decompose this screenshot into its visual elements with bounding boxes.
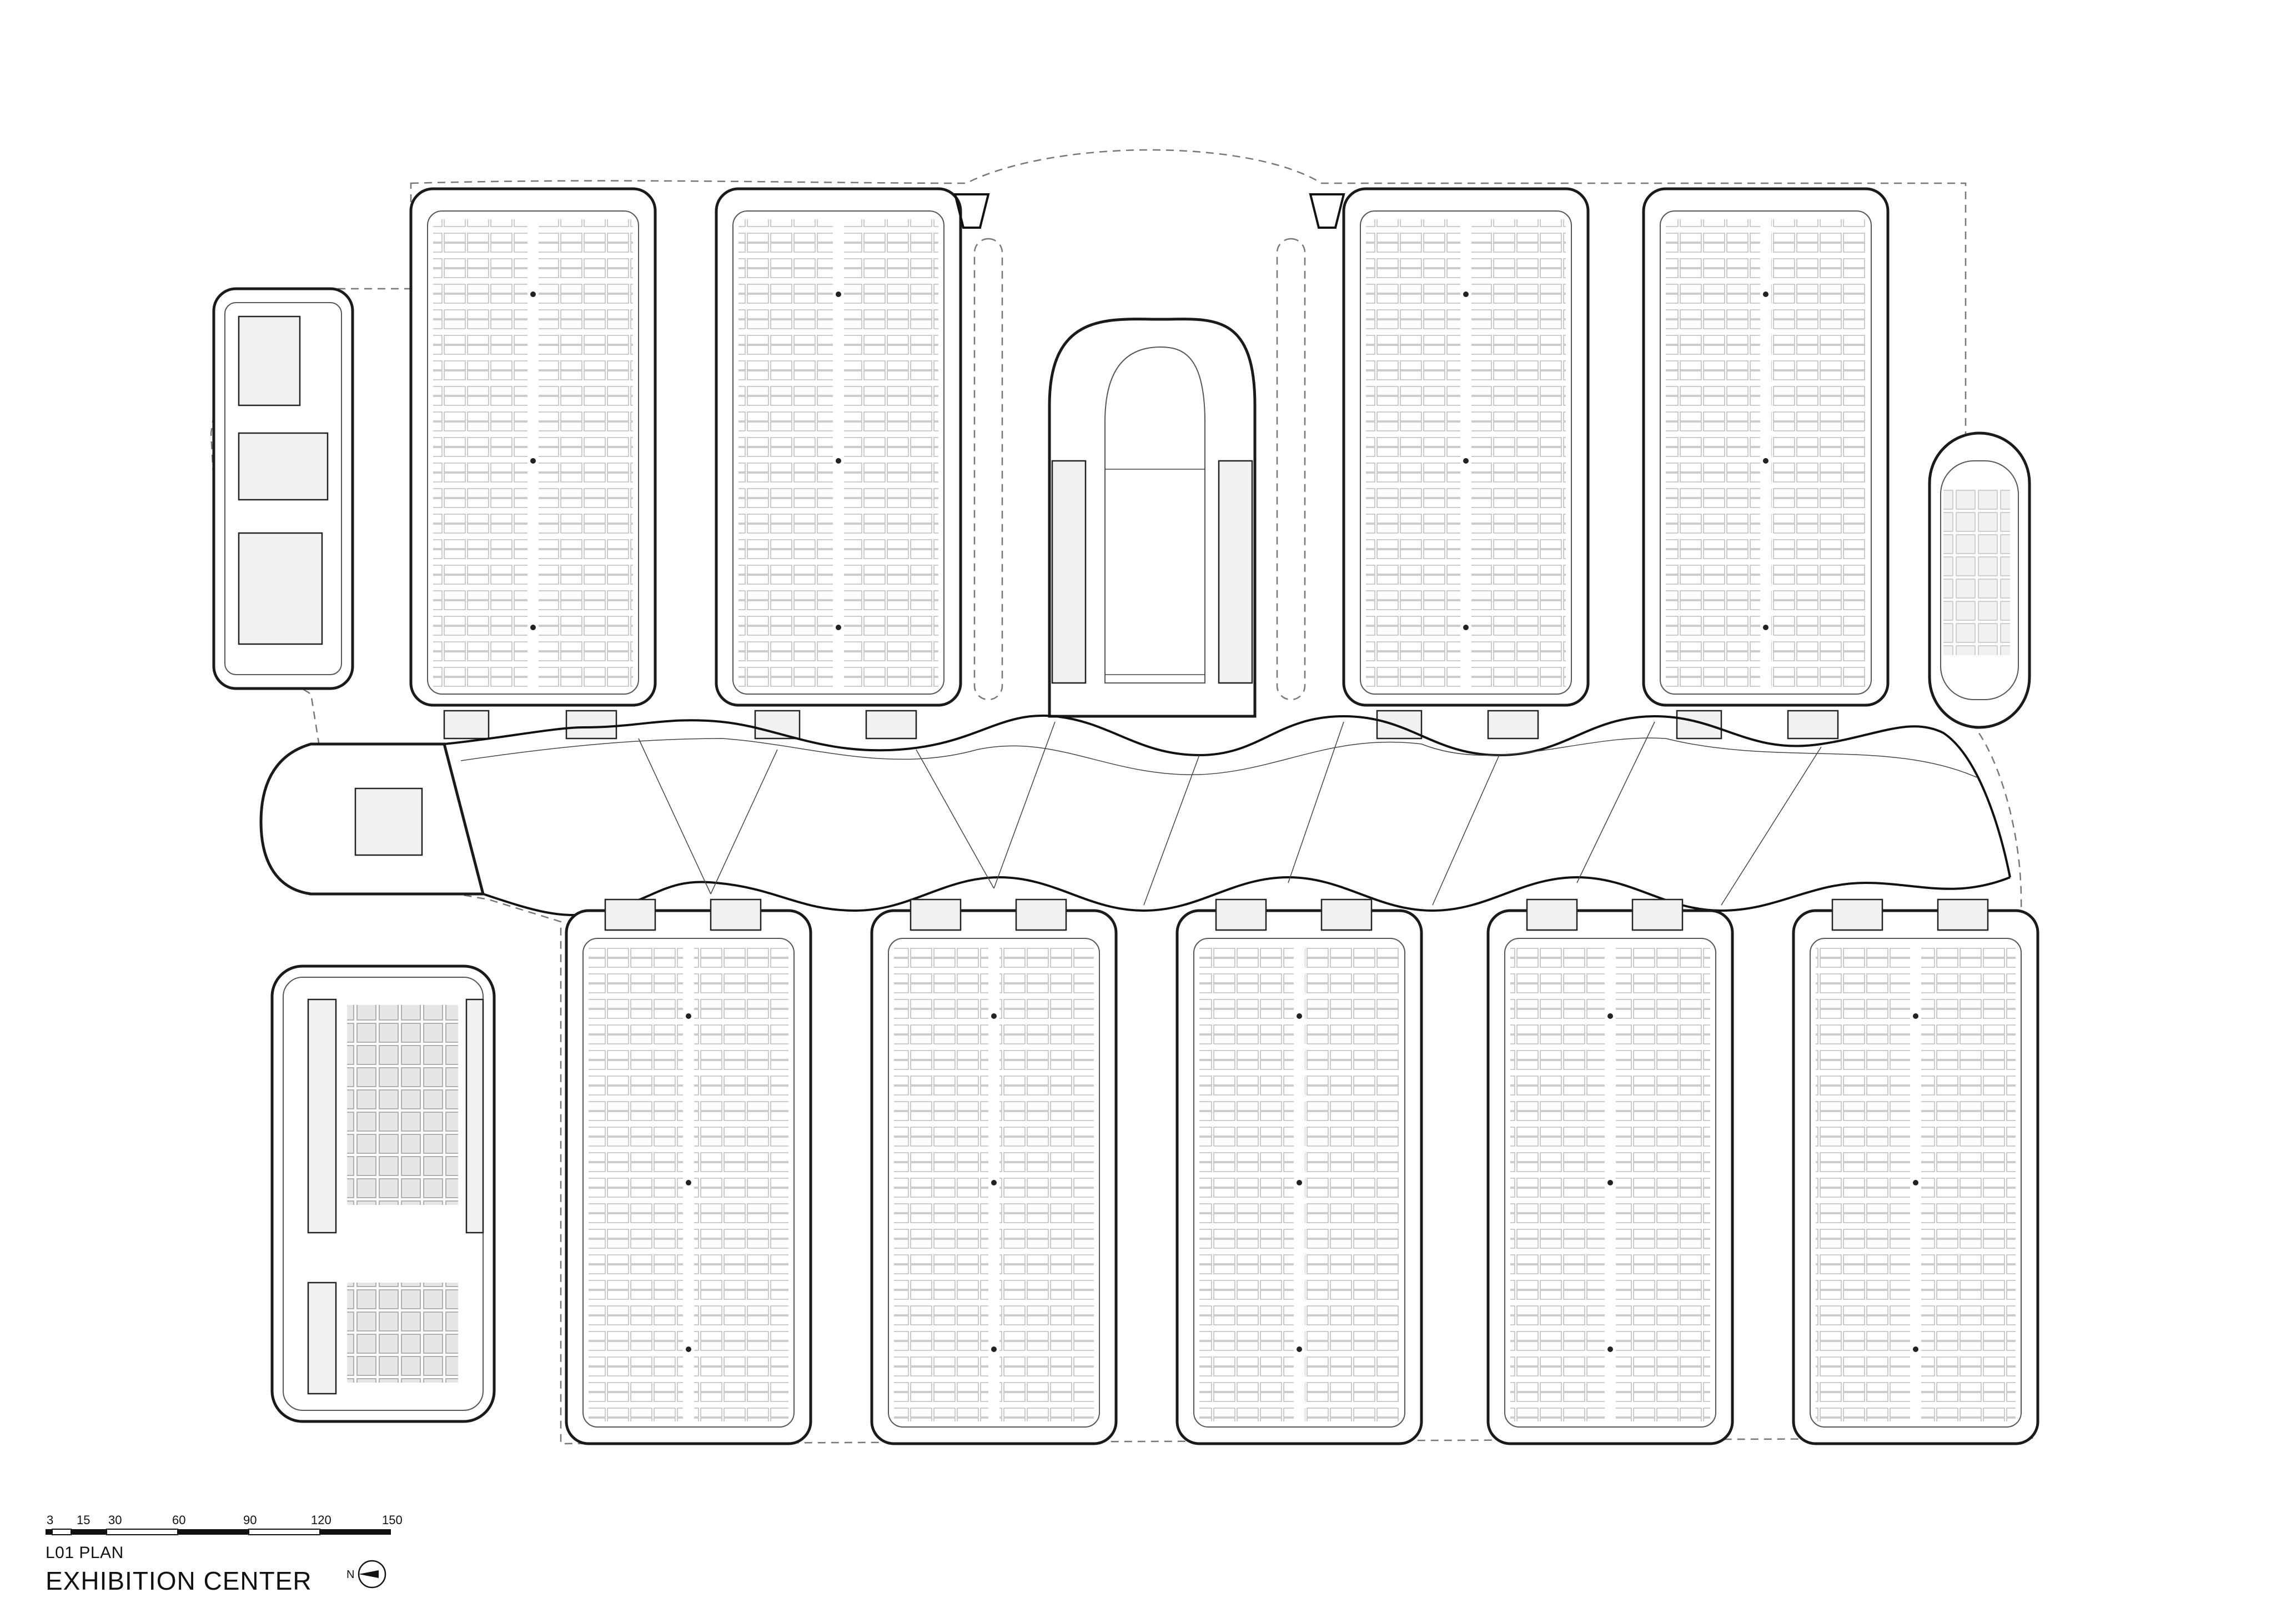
scale-bar: 3 15 30 60 90 120 150 <box>46 1513 403 1535</box>
concourse-north-edge <box>444 714 2011 878</box>
north-hall-3 <box>1342 187 1590 740</box>
plan-title: EXHIBITION CENTER <box>46 1566 312 1595</box>
central-arena <box>1048 318 1257 718</box>
ramp-left <box>973 238 1003 701</box>
east-pavilion <box>1928 431 2031 729</box>
entry-left <box>953 193 990 229</box>
concourse-truss <box>638 721 1822 906</box>
scale-tick-30: 30 <box>108 1513 122 1527</box>
south-hall-5 <box>1792 898 2039 1445</box>
north-hall-4 <box>1642 187 1890 740</box>
north-letter: N <box>346 1569 354 1581</box>
structural-columns <box>530 292 1918 1352</box>
conference-building <box>270 964 496 1423</box>
scale-tick-3: 3 <box>47 1513 53 1527</box>
north-hall-1 <box>409 187 657 740</box>
site-boundary <box>210 149 2033 1445</box>
scale-tick-150: 150 <box>382 1513 403 1527</box>
south-hall-3 <box>1175 898 1423 1445</box>
north-arrow-icon: N <box>346 1560 386 1589</box>
south-hall-4 <box>1486 898 1734 1445</box>
west-office-building <box>212 287 354 690</box>
north-hall-2 <box>715 187 962 740</box>
concourse-inner-line <box>460 737 1977 778</box>
scale-tick-60: 60 <box>172 1513 185 1527</box>
west-lobby <box>259 742 485 896</box>
scale-tick-90: 90 <box>243 1513 257 1527</box>
concourse-south-edge <box>483 876 2011 916</box>
ramp-right <box>1276 238 1306 701</box>
south-hall-2 <box>870 898 1118 1445</box>
scale-tick-15: 15 <box>77 1513 90 1527</box>
plan-level-label: L01 PLAN <box>46 1544 124 1562</box>
south-hall-1 <box>565 898 812 1445</box>
entry-right <box>1309 193 1345 229</box>
scale-tick-120: 120 <box>311 1513 331 1527</box>
